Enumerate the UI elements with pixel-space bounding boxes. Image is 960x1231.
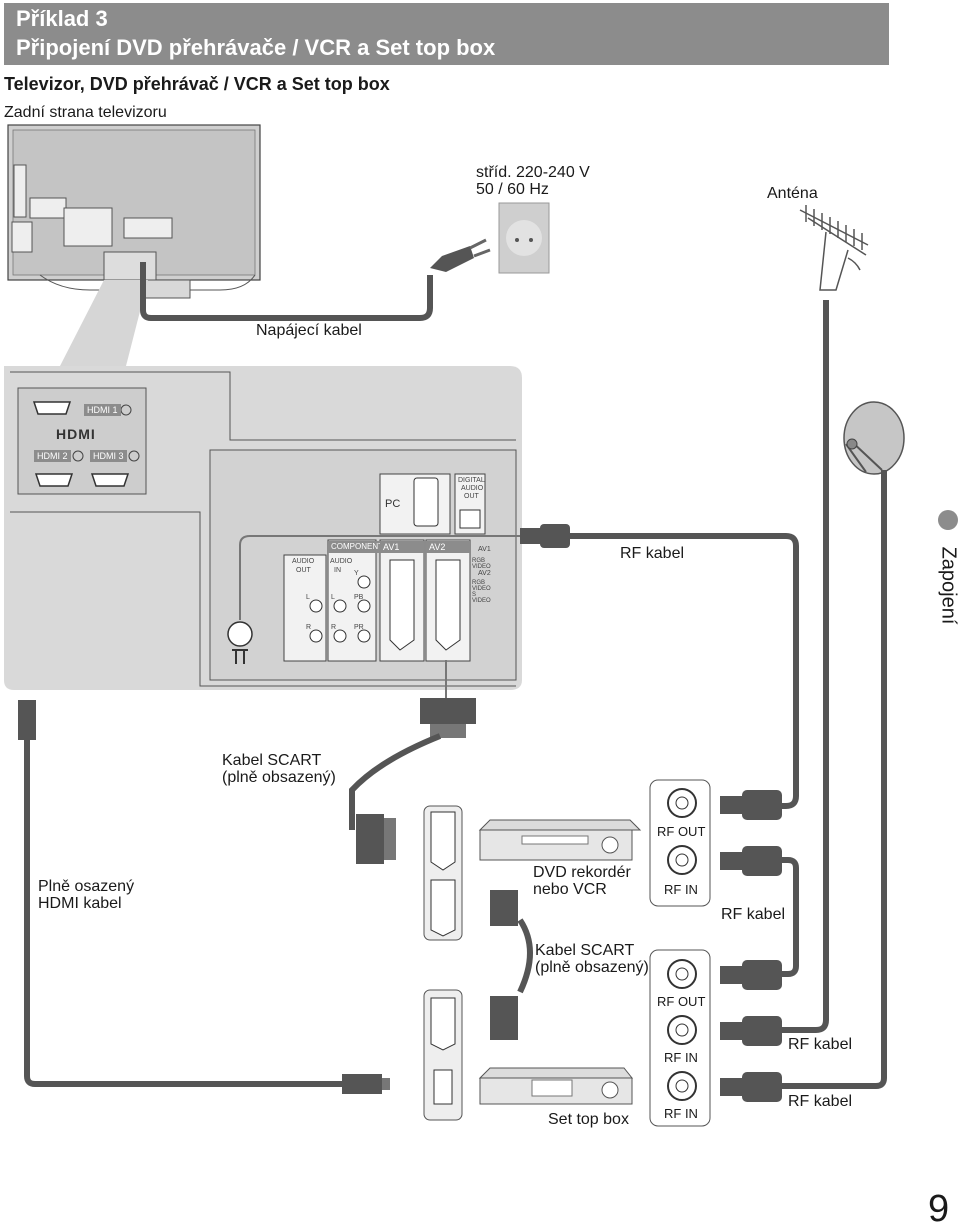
dvd-rf-panel [649,779,711,907]
hdmi-plug-top [18,700,36,740]
mains-line1: stříd. 220-240 V [476,164,590,181]
wall-socket [498,202,550,274]
hdmi-cable-line1: Plně osazený [38,878,135,895]
audio-out-l: L [306,594,310,601]
scart-cable-1-line1: Kabel SCART [222,752,322,769]
pc-label: PC [385,498,401,510]
rf-cable-2 [782,857,799,977]
component-pr: PR [354,624,364,631]
scart-cable-1-line2: (plně obsazený) [222,769,336,786]
audio-out-r: R [306,624,312,631]
component-pb: PB [354,594,364,601]
section-tab: Zapojení [936,510,960,628]
scart-cable-1 [349,733,442,830]
connection-panel [4,366,522,690]
hdmi3-label: HDMI 3 [90,450,127,462]
dvd-line2: nebo VCR [533,881,607,898]
stb-rf-out: RF OUT [657,994,706,1009]
dvd-line1: DVD rekordér [533,864,631,881]
dvd-rf-in: RF IN [664,882,698,897]
header-bar: Příklad 3 Připojení DVD přehrávače / VCR… [4,3,889,65]
stb-port-panel [423,989,463,1121]
satellite-dish [843,401,905,475]
audio-in-1: AUDIO [330,558,353,565]
rf-plugs [720,790,782,1102]
dvd-rf-out: RF OUT [657,824,706,839]
stb-rf-in-1: RF IN [664,1050,698,1065]
page-number: 9 [928,1188,950,1230]
section-tab-dot [938,510,958,530]
component-label: COMPONENT [328,541,386,553]
scart-plug-dvd [356,814,396,864]
scart-plug-stb [490,996,518,1040]
antenna-label: Anténa [767,185,818,202]
scart-cable-2-line1: Kabel SCART [535,942,635,959]
stb-rf-panel [649,949,711,1127]
hdmi-logo: HDMI [56,426,96,442]
hdmi2-label: HDMI 2 [34,450,71,462]
av1-label: AV1 [380,541,424,553]
rf-cable-1-label: RF kabel [620,545,685,562]
hdmi1-label: HDMI 1 [84,404,121,416]
side-av1: AV1 [478,546,491,553]
header-line2: Připojení DVD přehrávače / VCR a Set top… [16,35,496,60]
audio-in-l: L [331,594,335,601]
scart-cable-2 [517,918,533,994]
side-av1-signals: RGB VIDEO [472,558,491,570]
audio-in-2: IN [334,567,341,574]
section-tab-text: Zapojení [937,546,960,625]
power-cable-label: Napájecí kabel [256,322,362,339]
subtitle: Televizor, DVD přehrávač / VCR a Set top… [4,74,390,94]
set-top-box [478,1067,634,1105]
audio-in-r: R [331,624,337,631]
side-av2: AV2 [478,570,491,577]
rf-cable-2-label: RF kabel [721,906,786,923]
dvd-recorder [478,819,642,861]
scart-plug-top [420,698,476,738]
antenna-cable [780,300,829,1033]
digital-audio-2: AUDIO [461,485,484,492]
digital-audio-1: DIGITAL [458,477,485,484]
power-cable [140,262,433,321]
stb-label: Set top box [548,1111,629,1128]
antenna [799,205,869,291]
av2-label: AV2 [426,541,470,553]
rf-cable-3-label: RF kabel [788,1036,853,1053]
audio-out-2: OUT [296,567,311,574]
hdmi-cable [24,740,342,1087]
rf-plug-tv [520,524,570,548]
stb-rf-in-2: RF IN [664,1106,698,1121]
rf-cable-4-label: RF kabel [788,1093,853,1110]
header-line1: Příklad 3 [16,6,108,31]
zoom-wedge [60,280,148,366]
scart-cable-2-line2: (plně obsazený) [535,959,649,976]
dish-cable [780,470,887,1089]
mains-line2: 50 / 60 Hz [476,181,549,198]
rf-cable-1 [570,533,799,809]
component-y: Y [354,570,359,577]
side-av2-signals: RGB VIDEO S VIDEO [472,580,491,604]
tv-rear-label: Zadní strana televizoru [4,104,167,121]
scart-plug-dvd-2 [490,890,518,926]
audio-out-1: AUDIO [292,558,315,565]
digital-audio-3: OUT [464,493,479,500]
power-plug [430,238,491,272]
hdmi-cable-line2: HDMI kabel [38,895,122,912]
hdmi-plug-stb [342,1074,390,1094]
dvd-scart-panel [423,805,463,941]
tv-rear [7,124,261,299]
